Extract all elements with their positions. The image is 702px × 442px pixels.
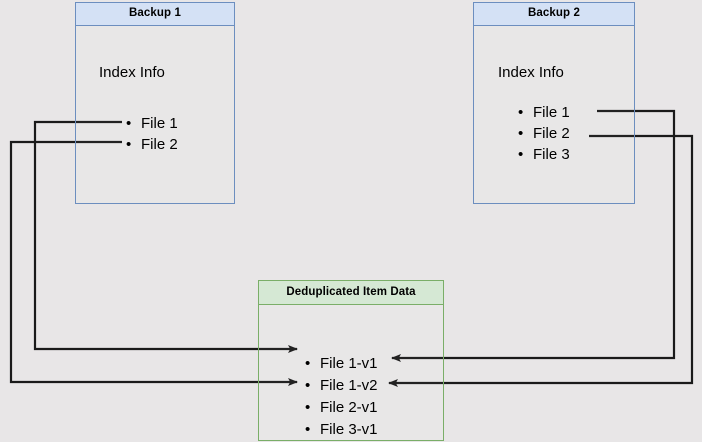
list-item[interactable]: File 3-v1 <box>305 419 378 441</box>
backup-2-file-list: File 1 File 2 File 3 <box>518 102 570 165</box>
dedup-item-list: File 1-v1 File 1-v2 File 2-v1 File 3-v1 <box>305 353 378 441</box>
list-item[interactable]: File 2-v1 <box>305 397 378 419</box>
node-backup-1[interactable]: Backup 1 Index Info File 1 File 2 <box>75 2 235 204</box>
node-deduplicated-item-data[interactable]: Deduplicated Item Data File 1-v1 File 1-… <box>258 280 444 441</box>
backup-1-file-list: File 1 File 2 <box>126 113 178 155</box>
backup-1-index-info-label: Index Info <box>99 64 165 81</box>
node-backup-2[interactable]: Backup 2 Index Info File 1 File 2 File 3 <box>473 2 635 204</box>
list-item[interactable]: File 1-v2 <box>305 375 378 397</box>
node-backup-1-title: Backup 1 <box>76 3 234 26</box>
list-item[interactable]: File 2 <box>518 123 570 144</box>
list-item[interactable]: File 1-v1 <box>305 353 378 375</box>
node-dedup-title: Deduplicated Item Data <box>259 281 443 305</box>
backup-2-index-info-label: Index Info <box>498 64 564 81</box>
list-item[interactable]: File 2 <box>126 134 178 155</box>
node-backup-2-title: Backup 2 <box>474 3 634 26</box>
list-item[interactable]: File 1 <box>126 113 178 134</box>
list-item[interactable]: File 1 <box>518 102 570 123</box>
list-item[interactable]: File 3 <box>518 144 570 165</box>
